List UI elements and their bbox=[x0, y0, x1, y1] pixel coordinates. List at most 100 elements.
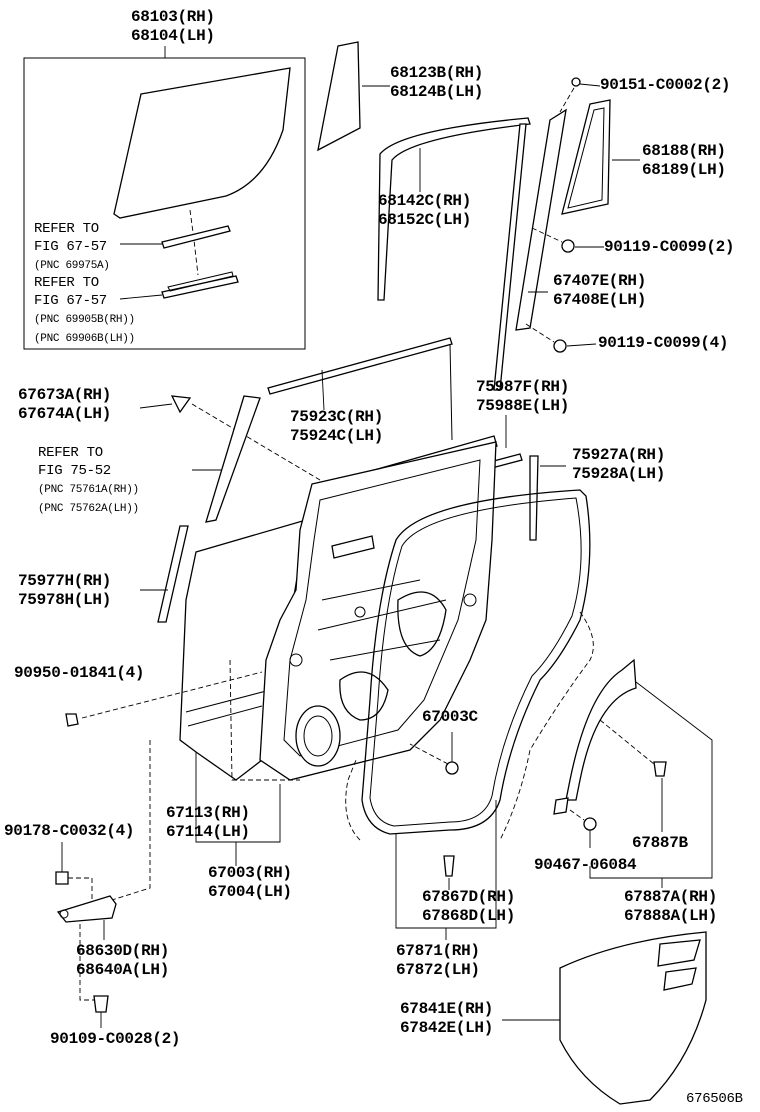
bolt-check-dash bbox=[68, 877, 93, 900]
clip-label: 90950-01841(4) bbox=[14, 664, 145, 682]
screw-top-dash bbox=[559, 87, 575, 113]
check-lh: 68640A(LH) bbox=[76, 961, 170, 979]
qwin-glass-label: 68188(RH)68189(LH) bbox=[642, 142, 726, 180]
refer1-line1: REFER TO bbox=[34, 221, 99, 237]
glass-label: 68103(RH)68104(LH) bbox=[131, 8, 215, 46]
garnish-cover-lh: 67674A(LH) bbox=[18, 405, 112, 423]
quarter-window-inner bbox=[567, 107, 605, 209]
bolt-low-icon bbox=[553, 339, 567, 353]
molding-rear-label: 75927A(RH)75928A(LH) bbox=[572, 446, 665, 484]
inner-hole-3 bbox=[289, 653, 303, 667]
glass-rh: 68103(RH) bbox=[131, 8, 215, 26]
division-rh: 67407E(RH) bbox=[553, 272, 647, 290]
check-dash bbox=[111, 740, 151, 901]
weatherstrip-rear-lh: 67888A(LH) bbox=[624, 907, 718, 925]
refer3-line4: (PNC 75762A(LH)) bbox=[38, 503, 139, 515]
inner-door-frame-inner bbox=[283, 459, 481, 757]
bolt-check-label: 90178-C0032(4) bbox=[4, 822, 135, 840]
hinge-assy-label: 67003C bbox=[422, 708, 478, 726]
belt-outer-rh: 75987F(RH) bbox=[476, 378, 570, 396]
clip-dash bbox=[81, 671, 263, 719]
refer2-line2: FIG 67-57 bbox=[34, 293, 107, 309]
garnish-cover-rh: 67673A(RH) bbox=[18, 386, 112, 404]
molding-rear-rh: 75927A(RH) bbox=[572, 446, 666, 464]
belt-outer-lh: 75988E(LH) bbox=[476, 397, 570, 415]
figure-id: 676506B bbox=[686, 1091, 743, 1107]
bolt-low-label: 90119-C0099(4) bbox=[598, 334, 729, 352]
inner-ribs bbox=[317, 579, 447, 661]
cover-lh: 67842E(LH) bbox=[400, 1019, 494, 1037]
garnish-strip bbox=[205, 395, 261, 523]
run-lh: 68152C(LH) bbox=[378, 211, 472, 229]
belt-molding-label: 75923C(RH)75924C(LH) bbox=[290, 408, 383, 446]
door-check-hole bbox=[59, 909, 69, 919]
garnish-cover-leader bbox=[139, 403, 173, 409]
belt-molding bbox=[267, 337, 453, 395]
bolt-mid-icon bbox=[561, 239, 575, 253]
check-label: 68630D(RH)68640A(LH) bbox=[76, 942, 169, 980]
glass-inset-box bbox=[23, 57, 306, 350]
retainer-icon bbox=[443, 855, 455, 877]
division-lh: 67408E(LH) bbox=[553, 291, 647, 309]
screw-rear-icon bbox=[583, 817, 597, 831]
weatherstrip-dash bbox=[345, 759, 361, 841]
speaker-hole-inner bbox=[303, 715, 333, 757]
bolt-check-icon bbox=[55, 871, 69, 885]
qwin-glass-rh: 68188(RH) bbox=[642, 142, 726, 160]
retainer-label: 67867D(RH)67868D(LH) bbox=[422, 888, 515, 926]
glass-run-rear bbox=[493, 123, 527, 391]
glass-dash bbox=[189, 209, 199, 276]
bolt-mid-dash bbox=[531, 227, 563, 243]
clip-icon bbox=[65, 713, 79, 727]
bolt-low-dash bbox=[525, 323, 555, 343]
molding-rear bbox=[529, 455, 539, 541]
qwin-glass-lh: 68189(LH) bbox=[642, 161, 726, 179]
inner-hole-1 bbox=[354, 606, 366, 618]
inner-door-frame bbox=[259, 441, 497, 781]
door-panel-label: 67003(RH)67004(LH) bbox=[208, 864, 292, 902]
molding-front bbox=[157, 525, 189, 623]
weatherstrip-lh: 67872(LH) bbox=[396, 961, 480, 979]
garnish-cover bbox=[170, 395, 192, 414]
quarter-glass-rh: 68123B(RH) bbox=[390, 64, 484, 82]
weatherstrip-clip-label: 67887B bbox=[632, 834, 688, 852]
screw-top-leader bbox=[579, 83, 601, 87]
run-rh: 68142C(RH) bbox=[378, 192, 472, 210]
refer2-line3: (PNC 69905B(RH)) bbox=[34, 314, 135, 326]
weatherstrip-clip-dash bbox=[599, 719, 655, 765]
weatherstrip-rear bbox=[565, 658, 637, 801]
check-bolt-dash bbox=[79, 924, 100, 1001]
weatherstrip-label: 67871(RH)67872(LH) bbox=[396, 942, 480, 980]
screw-top-label: 90151-C0002(2) bbox=[600, 76, 731, 94]
glass-run-upper bbox=[161, 225, 231, 249]
speaker-hole bbox=[295, 705, 341, 767]
belt-outer-label: 75987F(RH)75988E(LH) bbox=[476, 378, 569, 416]
refer1-line2: FIG 67-57 bbox=[34, 239, 107, 255]
division-bar bbox=[515, 108, 567, 331]
refer1-line3: (PNC 69975A) bbox=[34, 260, 110, 272]
molding-front-label: 75977H(RH)75978H(LH) bbox=[18, 572, 111, 610]
hinge-lh: 67114(LH) bbox=[166, 823, 250, 841]
retainer-rh: 67867D(RH) bbox=[422, 888, 516, 906]
garnish-cover-label: 67673A(RH)67674A(LH) bbox=[18, 386, 111, 424]
quarter-glass-label: 68123B(RH)68124B(LH) bbox=[390, 64, 483, 102]
door-check bbox=[56, 895, 117, 923]
weatherstrip-rear-bracket bbox=[589, 681, 713, 879]
garnish-cover-dash bbox=[191, 403, 321, 481]
weatherstrip bbox=[361, 489, 591, 835]
refer3-line2: FIG 75-52 bbox=[38, 463, 111, 479]
check-rh: 68630D(RH) bbox=[76, 942, 170, 960]
belt-molding-end bbox=[449, 343, 453, 441]
weatherstrip-dash-2 bbox=[499, 611, 594, 841]
weatherstrip-rear-rh: 67887A(RH) bbox=[624, 888, 718, 906]
hinge-label: 67113(RH)67114(LH) bbox=[166, 804, 250, 842]
screw-rear-label: 90467-06084 bbox=[534, 856, 637, 874]
molding-rear-lh: 75928A(LH) bbox=[572, 465, 666, 483]
outer-door-panel-lines bbox=[185, 689, 271, 727]
molding-front-rh: 75977H(RH) bbox=[18, 572, 112, 590]
hinge-dash bbox=[229, 659, 300, 781]
cover-rh: 67841E(RH) bbox=[400, 1000, 494, 1018]
